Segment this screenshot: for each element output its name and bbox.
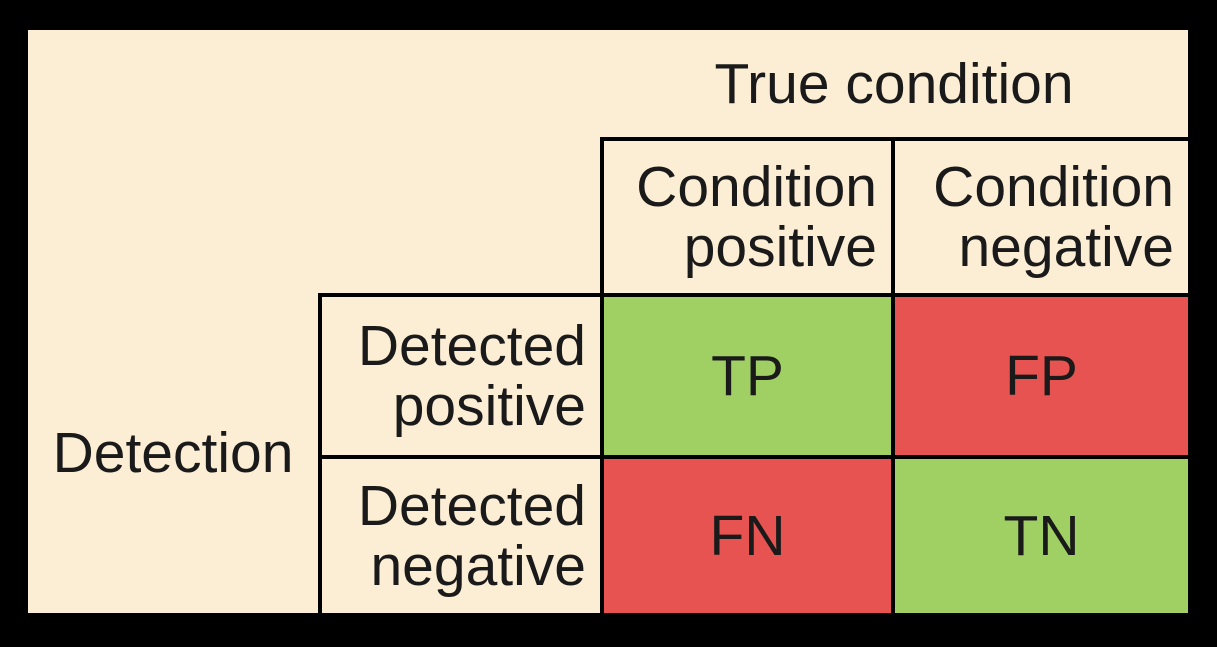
column-header-condition-negative: Condition negative bbox=[895, 137, 1188, 293]
row-axis-title: Detection bbox=[52, 421, 294, 485]
row-header-detected-positive: Detected positive bbox=[318, 293, 600, 455]
column-axis-title: True condition bbox=[714, 51, 1074, 116]
column-header-line1: Condition bbox=[933, 155, 1174, 219]
column-header-line2: positive bbox=[683, 215, 877, 279]
row-header-line2: negative bbox=[370, 534, 586, 598]
cell-true-negative: TN bbox=[895, 455, 1188, 613]
column-header-line1: Condition bbox=[636, 155, 877, 219]
row-header-detected-negative: Detected negative bbox=[318, 455, 600, 613]
column-header-condition-positive: Condition positive bbox=[600, 137, 895, 293]
cell-true-positive: TP bbox=[600, 293, 895, 455]
row-header-line1: Detected bbox=[357, 474, 586, 538]
column-header-line2: negative bbox=[958, 215, 1174, 279]
row-header-line1: Detected bbox=[357, 314, 586, 378]
confusion-matrix-table: True condition Condition positive Condit… bbox=[28, 30, 1188, 613]
row-header-line2: positive bbox=[392, 374, 586, 438]
cell-false-positive: FP bbox=[895, 293, 1188, 455]
cell-false-negative: FN bbox=[600, 455, 895, 613]
